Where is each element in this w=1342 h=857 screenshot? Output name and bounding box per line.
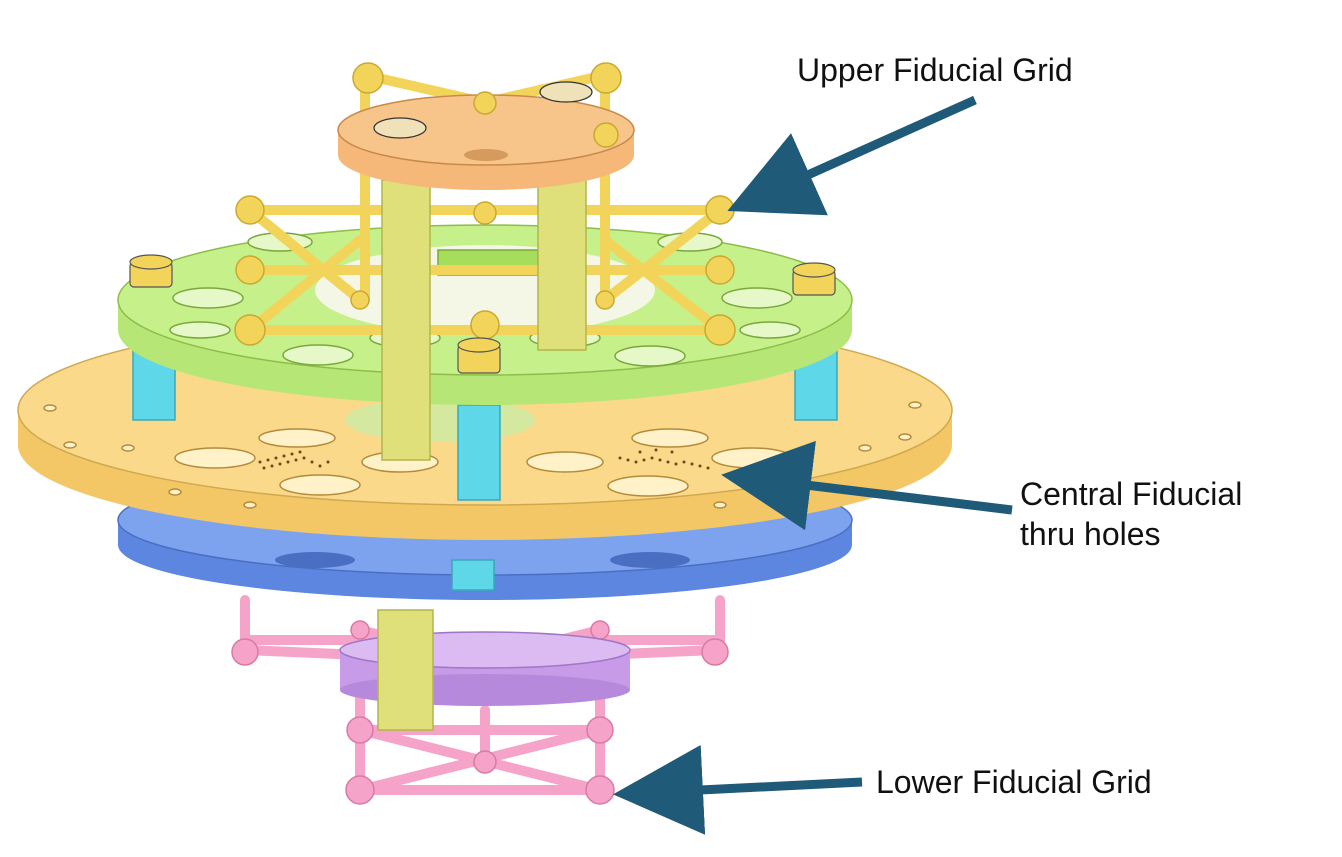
callout-arrows bbox=[613, 95, 1013, 835]
label-central-line-1: Central Fiducial bbox=[1020, 476, 1243, 512]
arrow-lower-grid bbox=[613, 744, 863, 835]
label-lower-fiducial-grid: Lower Fiducial Grid bbox=[876, 764, 1152, 800]
yellow-rods bbox=[377, 179, 587, 731]
arrow-central-holes bbox=[721, 440, 1013, 531]
label-central-fiducial-thru-holes: Central Fiducial thru holes bbox=[1020, 474, 1242, 554]
label-upper-fiducial-grid: Upper Fiducial Grid bbox=[797, 52, 1073, 88]
top-disc bbox=[337, 81, 635, 190]
label-central-line-2: thru holes bbox=[1020, 516, 1161, 552]
arrow-upper-grid bbox=[727, 95, 977, 216]
central-fiducial-thru-holes bbox=[258, 448, 710, 470]
bolt-caps bbox=[129, 254, 836, 374]
